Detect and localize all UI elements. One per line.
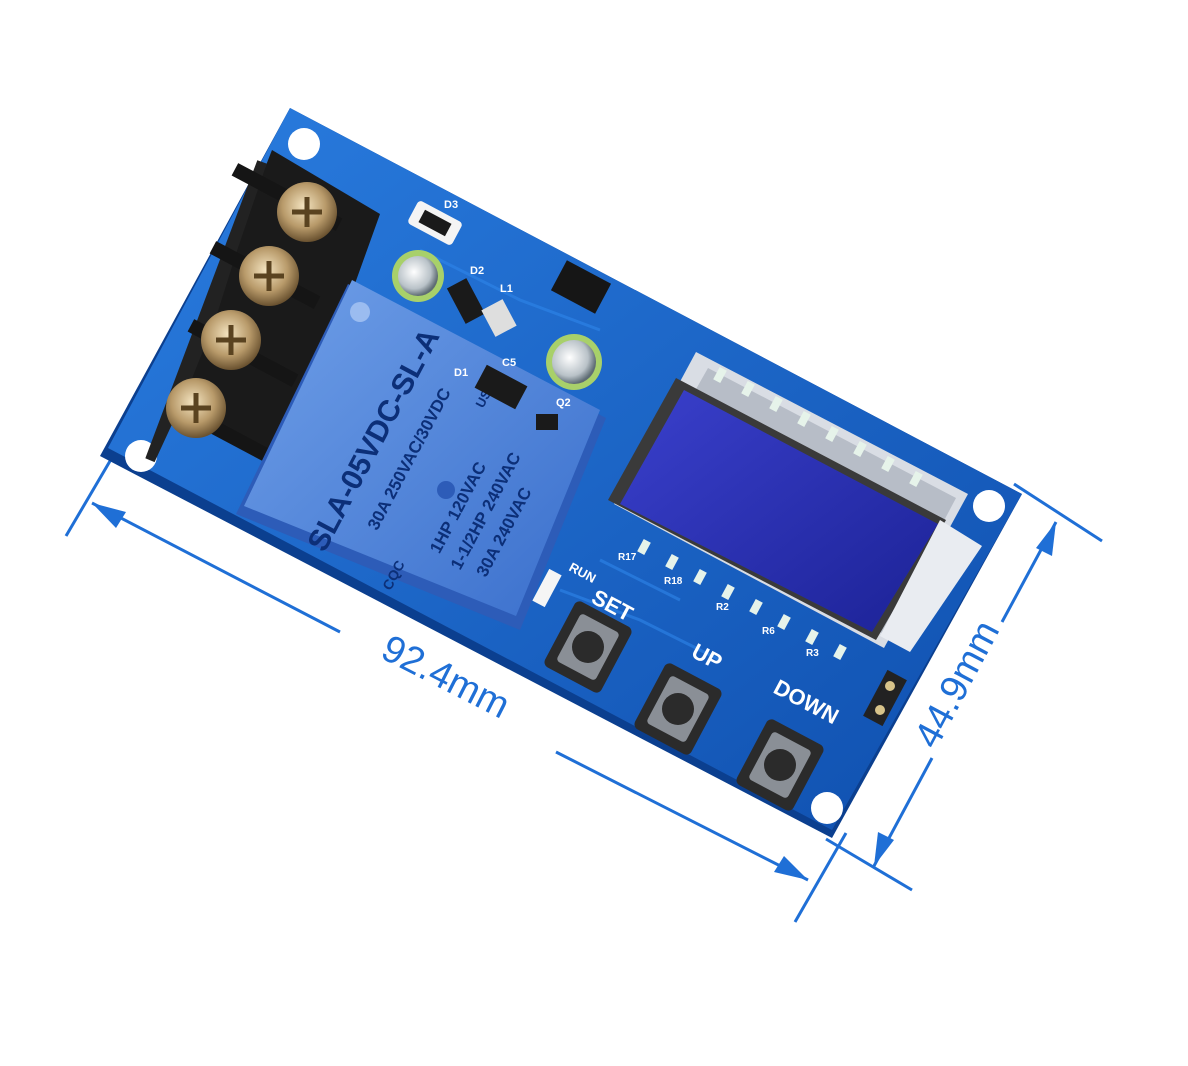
terminal-block: [145, 150, 380, 470]
ic-chip: [550, 260, 612, 314]
mounting-hole: [288, 128, 320, 160]
diode-d3: D3: [408, 199, 462, 245]
mounting-hole: [125, 440, 157, 472]
width-line-left: [91, 501, 341, 634]
silk-d3: D3: [444, 199, 458, 211]
silk-r17: R17: [618, 552, 637, 563]
screw-icon: [166, 378, 226, 438]
arrow-right-icon: [774, 856, 808, 880]
screw-icon: [277, 182, 337, 242]
mounting-hole: [973, 490, 1005, 522]
lcd-display: [608, 352, 982, 661]
pcb-board: SLA-05VDC-SL-A 30A 250VAC/30VDC 1HP 120V…: [100, 108, 1022, 838]
diode-d1: D1: [454, 364, 528, 410]
inductor-l1: L1 C5: [481, 283, 517, 369]
silk-l1: L1: [500, 283, 513, 295]
mounting-hole: [811, 792, 843, 824]
lcd-pins-top: [713, 366, 923, 488]
set-button[interactable]: SET: [542, 584, 638, 694]
screw-icon: [201, 310, 261, 370]
silk-r6: R6: [762, 626, 775, 637]
screw-icon: [239, 246, 299, 306]
relay: SLA-05VDC-SL-A 30A 250VAC/30VDC 1HP 120V…: [236, 280, 606, 630]
diode-d2: D2: [446, 265, 486, 324]
silk-d2: D2: [470, 265, 484, 277]
arrow-down-icon: [874, 832, 894, 866]
width-line-right: [555, 750, 809, 882]
silk-r18: R18: [664, 576, 683, 587]
arrow-up-icon: [1036, 522, 1056, 556]
silk-d1: D1: [454, 367, 468, 379]
lcd-pins-bottom: [637, 538, 847, 661]
silk-c5: C5: [502, 357, 516, 369]
lcd-screen: [620, 390, 938, 632]
capacitor: [392, 250, 444, 302]
arrow-left-icon: [92, 503, 126, 528]
silk-r2: R2: [716, 602, 729, 613]
capacitor: [546, 334, 602, 390]
header-pins: [863, 669, 907, 727]
silk-r3: R3: [806, 648, 819, 659]
transistor-q2: Q2: [536, 397, 571, 430]
silk-q2: Q2: [556, 397, 571, 409]
